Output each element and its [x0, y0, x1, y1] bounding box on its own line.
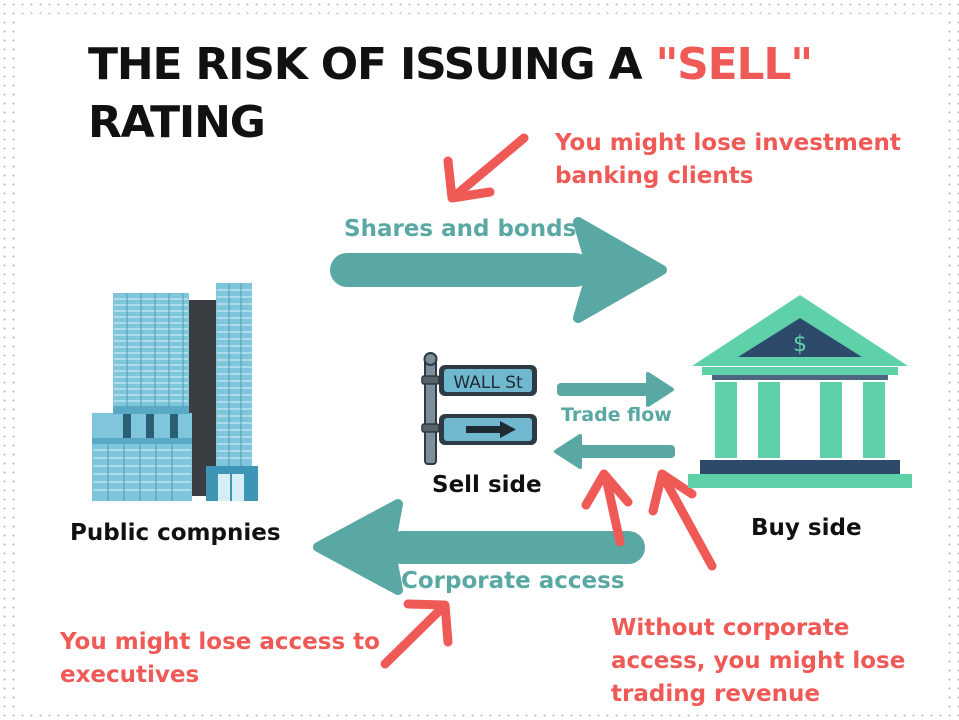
wall-st-sign-text: WALL St [453, 373, 523, 393]
shares-and-bonds-arrow [330, 217, 667, 323]
wall-street-sign-icon: WALL St [421, 352, 537, 465]
title-line-1: THE RISK OF ISSUING A [88, 39, 656, 90]
public-companies-label: Public compnies [70, 520, 281, 546]
risk-note-executives: You might lose access to executives [60, 629, 380, 688]
title-line-2: RATING [88, 97, 266, 148]
corporate-access-arrow [313, 499, 645, 595]
skyscraper-icon [92, 283, 258, 501]
risk-arrow-trading-revenue [581, 469, 717, 571]
buy-side-label: Buy side [751, 515, 862, 541]
shares-and-bonds-label: Shares and bonds [344, 216, 577, 242]
dollar-icon: $ [793, 332, 807, 357]
sell-side-label: Sell side [432, 472, 542, 498]
risk-note-trading-revenue: Without corporate access, you might lose… [611, 615, 906, 707]
risk-arrow-investment-banking [443, 133, 529, 203]
trade-flow-right-arrow [557, 372, 674, 407]
trade-flow-label: Trade flow [561, 404, 672, 426]
title-highlight: "SELL" [655, 39, 813, 90]
trade-flow-left-arrow [554, 434, 675, 469]
risk-note-investment-banking: You might lose investment banking client… [555, 130, 901, 189]
page-title: THE RISK OF ISSUING A "SELL" RATING [88, 36, 813, 152]
bank-icon: $ [688, 295, 912, 488]
risk-arrow-executives [380, 599, 453, 669]
corporate-access-label: Corporate access [401, 568, 625, 594]
